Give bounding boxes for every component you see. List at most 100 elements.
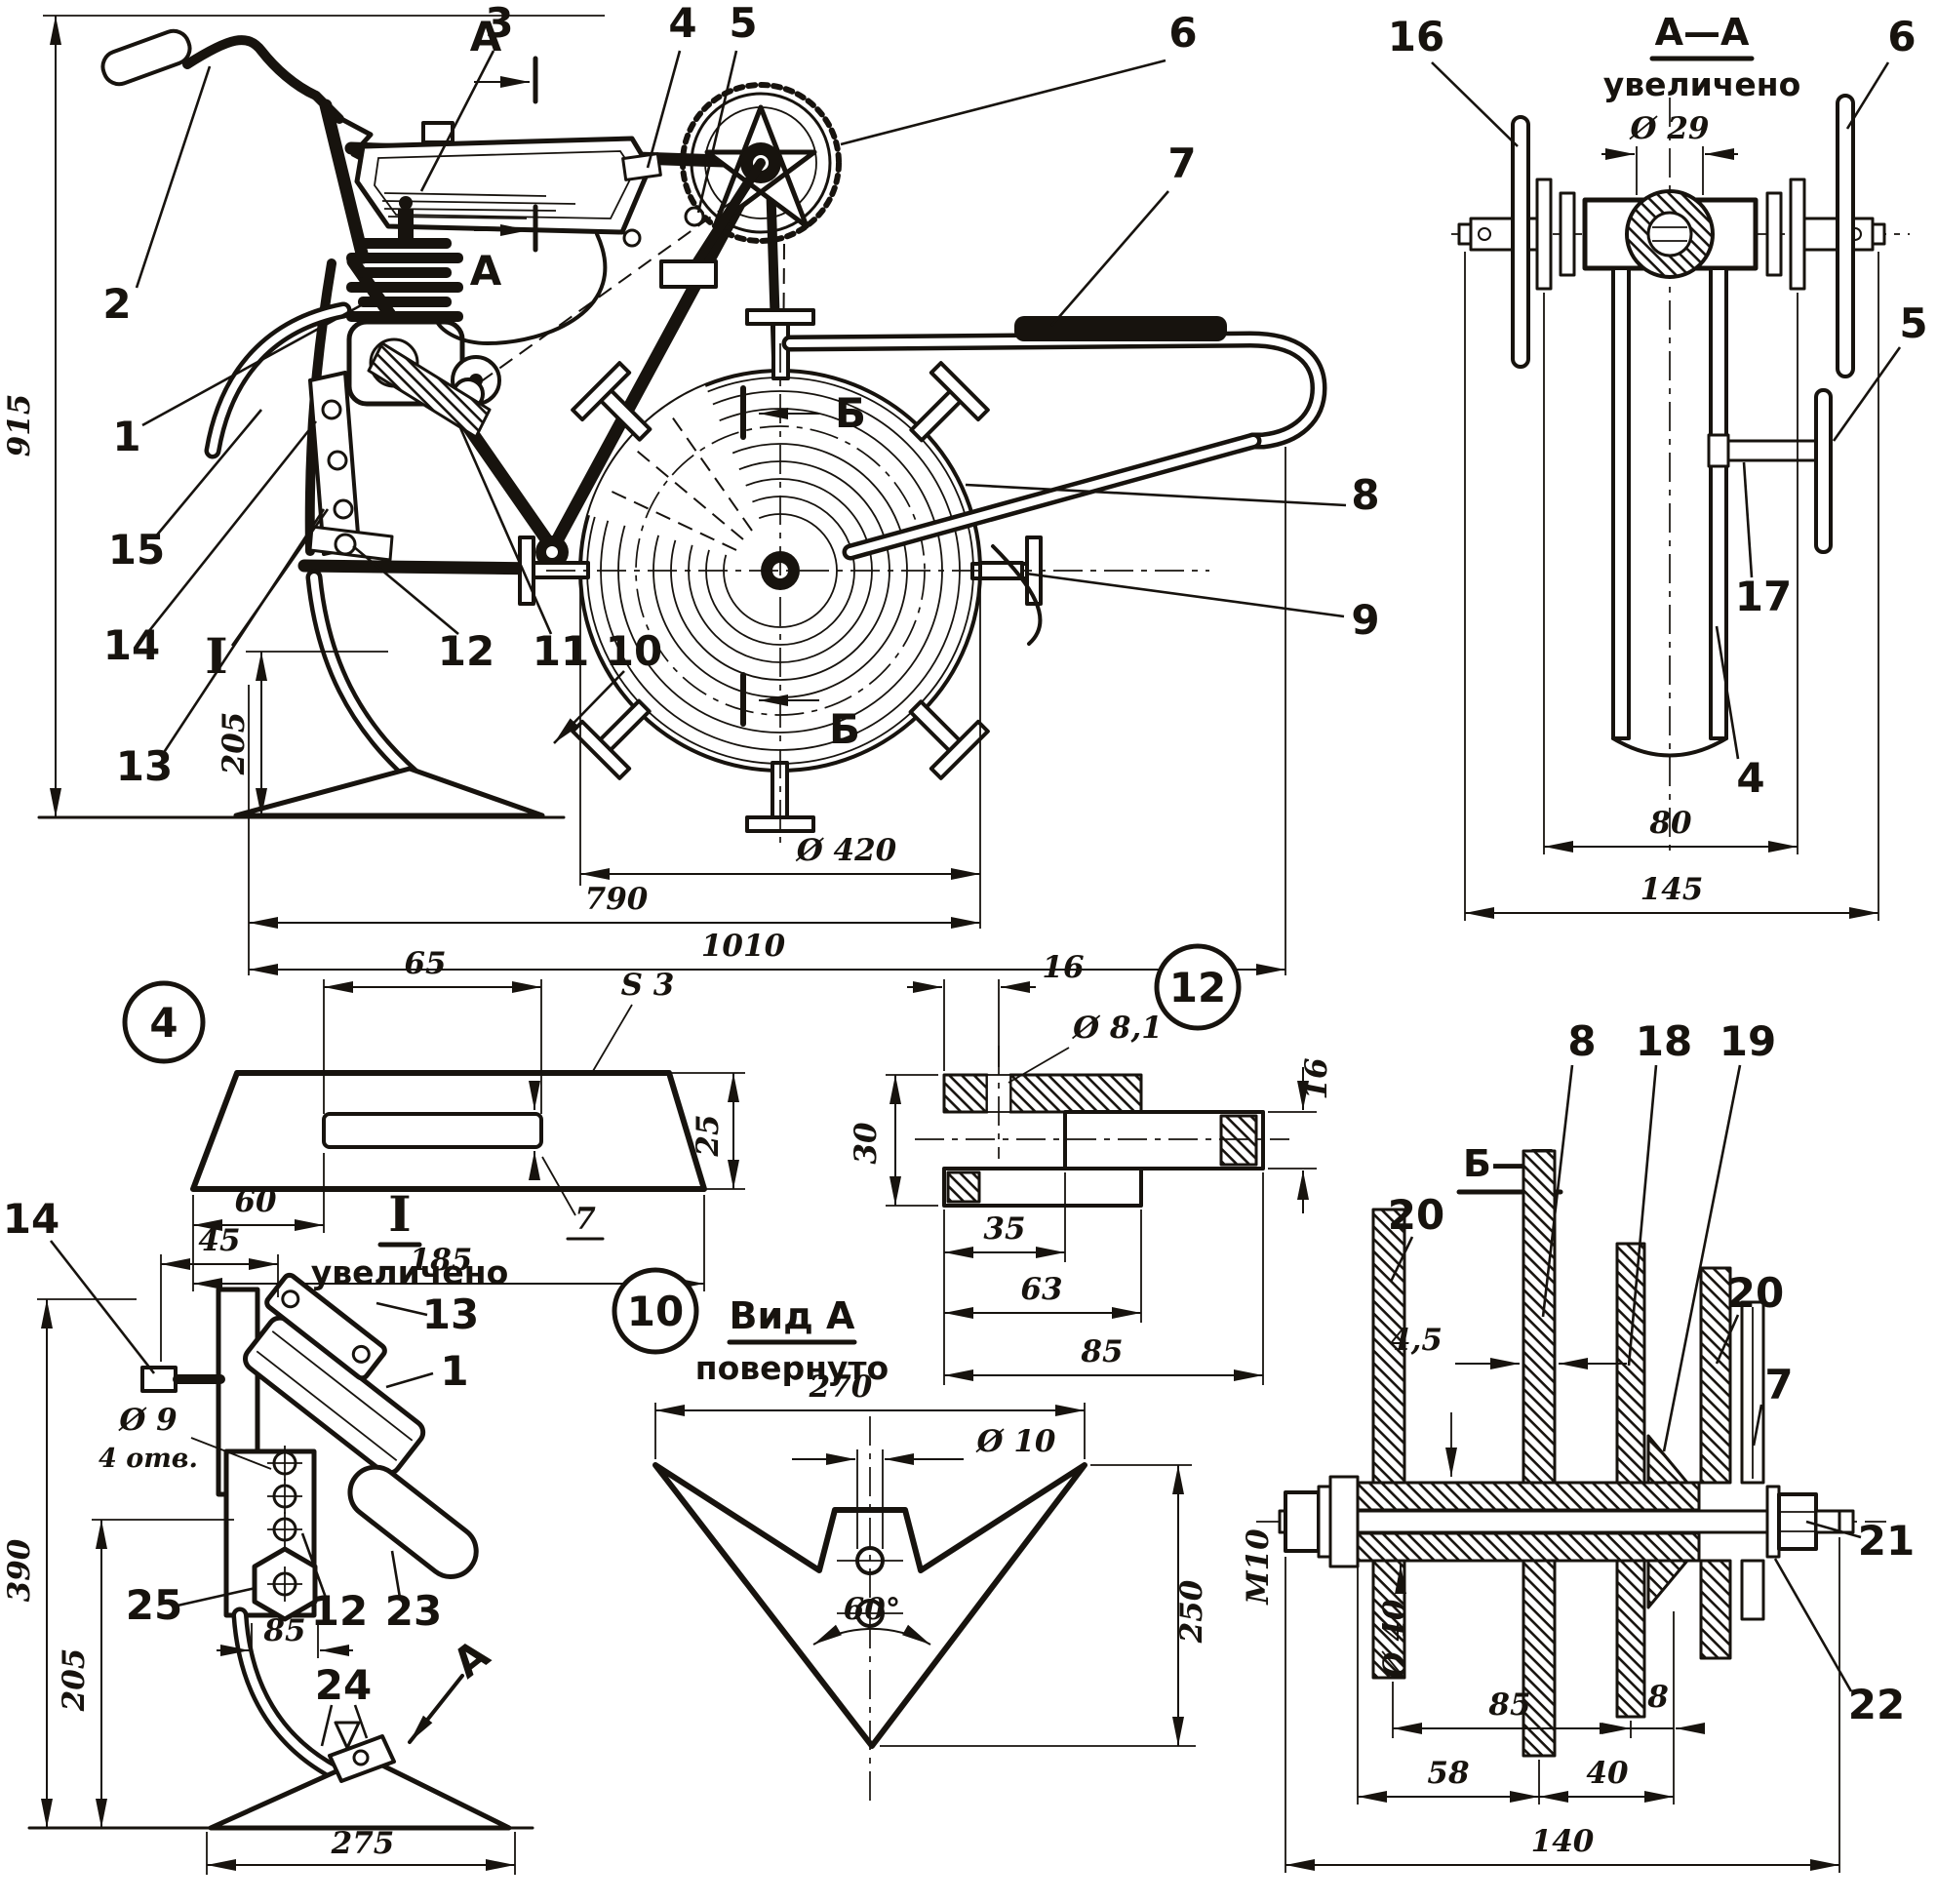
detail-4-badge-circle — [122, 980, 206, 1064]
dim-front: 790 — [585, 882, 649, 917]
callout-aa-4: 4 — [1736, 754, 1764, 802]
detail-i-title: I — [388, 1185, 411, 1243]
callout-15: 15 — [108, 526, 165, 574]
callout-17: 17 — [1735, 573, 1792, 620]
callout-i-25: 25 — [126, 1581, 182, 1629]
dim-12-h30: 30 — [849, 1122, 884, 1165]
detail-4-view: 4 65 S 3 25 60 185 7 — [122, 946, 745, 1291]
detail-i-part — [27, 1272, 534, 1831]
detail-i-dimensions: 45 Ø 9 4 отв. 390 205 85 275 — [2, 1223, 516, 1875]
dim-bb-140: 140 — [1531, 1824, 1595, 1859]
dim-i-holes: 4 отв. — [99, 1444, 198, 1474]
mark-b-top: Б — [835, 389, 866, 437]
sprocket-16 — [1511, 115, 1530, 369]
disc-20-left — [1371, 1208, 1406, 1485]
handle-grip — [1014, 316, 1227, 341]
dim-height: 915 — [2, 394, 37, 457]
section-b-marks: Б Б — [740, 385, 866, 753]
callout-i-1: 1 — [440, 1347, 468, 1395]
dim-a-270: 270 — [809, 1369, 873, 1405]
callout-aa-6: 6 — [1887, 13, 1916, 60]
dim-slot65: 65 — [404, 946, 446, 981]
dim-bb-40: 40 — [1586, 1756, 1629, 1791]
bolt-17 — [1726, 439, 1818, 462]
sprocket-5 — [1814, 388, 1833, 554]
mark-a-bottom: А — [470, 247, 502, 295]
dim-bb-85: 85 — [1487, 1687, 1530, 1723]
callout-2: 2 — [102, 280, 131, 328]
bb-dimensions: 4,5 M10 Ø 40 85 8 58 40 140 — [1241, 1323, 1840, 1873]
dim-slot7: 7 — [574, 1202, 596, 1237]
detail-12-badge-circle — [1154, 943, 1242, 1031]
callout-bb-19: 19 — [1720, 1017, 1776, 1065]
callout-1: 1 — [112, 413, 140, 460]
mark-i: I — [205, 627, 227, 685]
detail-10-badge: 10 — [627, 1288, 684, 1335]
main-callouts: 2 3 4 5 6 7 8 9 10 11 12 13 14 — [102, 0, 1379, 790]
detail-12-dimensions: 16 Ø 8,1 30 16 35 63 85 — [849, 950, 1334, 1385]
callout-8: 8 — [1351, 471, 1379, 519]
callout-i-24: 24 — [315, 1661, 372, 1709]
callout-bb-7: 7 — [1764, 1361, 1793, 1408]
section-aa-view: А—А увеличено — [1388, 11, 1928, 921]
callout-i-23: 23 — [385, 1587, 442, 1635]
main-view: 915 — [2, 0, 1380, 975]
detail-i-callouts: 14 13 1 25 12 23 24 А — [3, 1195, 498, 1747]
dim-hub80: 80 — [1648, 806, 1692, 841]
dim-bb-8: 8 — [1646, 1680, 1669, 1715]
chainring — [479, 82, 842, 533]
view-a: 10 Вид А повернуто 270 Ø 10 60° 250 — [612, 1267, 1209, 1803]
bushing-section — [915, 1046, 1289, 1208]
callout-9: 9 — [1351, 596, 1379, 644]
aa-dimensions: Ø 29 80 145 — [1464, 111, 1879, 921]
aa-assembly — [1457, 94, 1886, 758]
detail-12-view: 12 16 Ø 8,1 30 — [849, 943, 1334, 1385]
dim-a-250: 250 — [1174, 1579, 1209, 1644]
callout-5: 5 — [729, 0, 757, 47]
mark-b-bottom: Б — [829, 705, 860, 753]
dim-12-side16: 16 — [1299, 1057, 1334, 1099]
view-a-dimensions: 270 Ø 10 60° 250 — [654, 1369, 1209, 1747]
dim-i-85: 85 — [262, 1613, 305, 1648]
callout-bb-20a: 20 — [1388, 1191, 1444, 1239]
callout-i-12: 12 — [311, 1587, 368, 1635]
dim-i-275: 275 — [331, 1826, 395, 1861]
dim-i-d9: Ø 9 — [117, 1403, 177, 1438]
callout-bb-21: 21 — [1858, 1517, 1915, 1565]
detail-4-badge: 4 — [149, 999, 178, 1047]
mount-assembly — [308, 341, 492, 562]
mark-i-a: А — [444, 1630, 498, 1687]
dim-bore: Ø 29 — [1629, 111, 1710, 146]
dim-wheel: Ø 420 — [795, 833, 897, 868]
callout-bb-20b: 20 — [1727, 1269, 1784, 1317]
dim-bb-m10: M10 — [1241, 1528, 1276, 1606]
detail-12-badge: 12 — [1169, 964, 1226, 1012]
section-bb-view: Б—Б — [1241, 1017, 1915, 1873]
dim-overall: 1010 — [701, 929, 786, 964]
disc-20-right — [1699, 1266, 1732, 1485]
dim-i-390: 390 — [2, 1538, 37, 1602]
main-dimensions: 205 Ø 420 790 1010 — [217, 447, 1286, 975]
callout-bb-18: 18 — [1636, 1017, 1692, 1065]
disc-8 — [1522, 1149, 1557, 1485]
callout-3: 3 — [485, 0, 513, 47]
section-aa-subtitle: увеличено — [1603, 65, 1801, 103]
seat-tube-left-wall — [1611, 266, 1631, 740]
section-a-marks: А А — [470, 13, 538, 295]
stand — [305, 569, 434, 795]
bb-callouts: 8 18 19 20 20 7 21 22 — [1388, 1017, 1915, 1728]
handle — [781, 316, 1327, 646]
dim-a-d10: Ø 10 — [975, 1424, 1056, 1459]
bb-assembly — [1256, 1149, 1886, 1758]
dim-12-l63: 63 — [1020, 1272, 1062, 1307]
dim-width145: 145 — [1641, 872, 1704, 907]
section-aa-title: А—А — [1655, 11, 1750, 54]
wheel-spikes — [518, 308, 1043, 833]
dim-depth: 205 — [217, 712, 252, 776]
dim-off60: 60 — [234, 1184, 277, 1219]
dim-len185: 185 — [410, 1243, 473, 1278]
dim-sheet: S 3 — [621, 968, 675, 1003]
dim-12-l35: 35 — [983, 1211, 1025, 1247]
